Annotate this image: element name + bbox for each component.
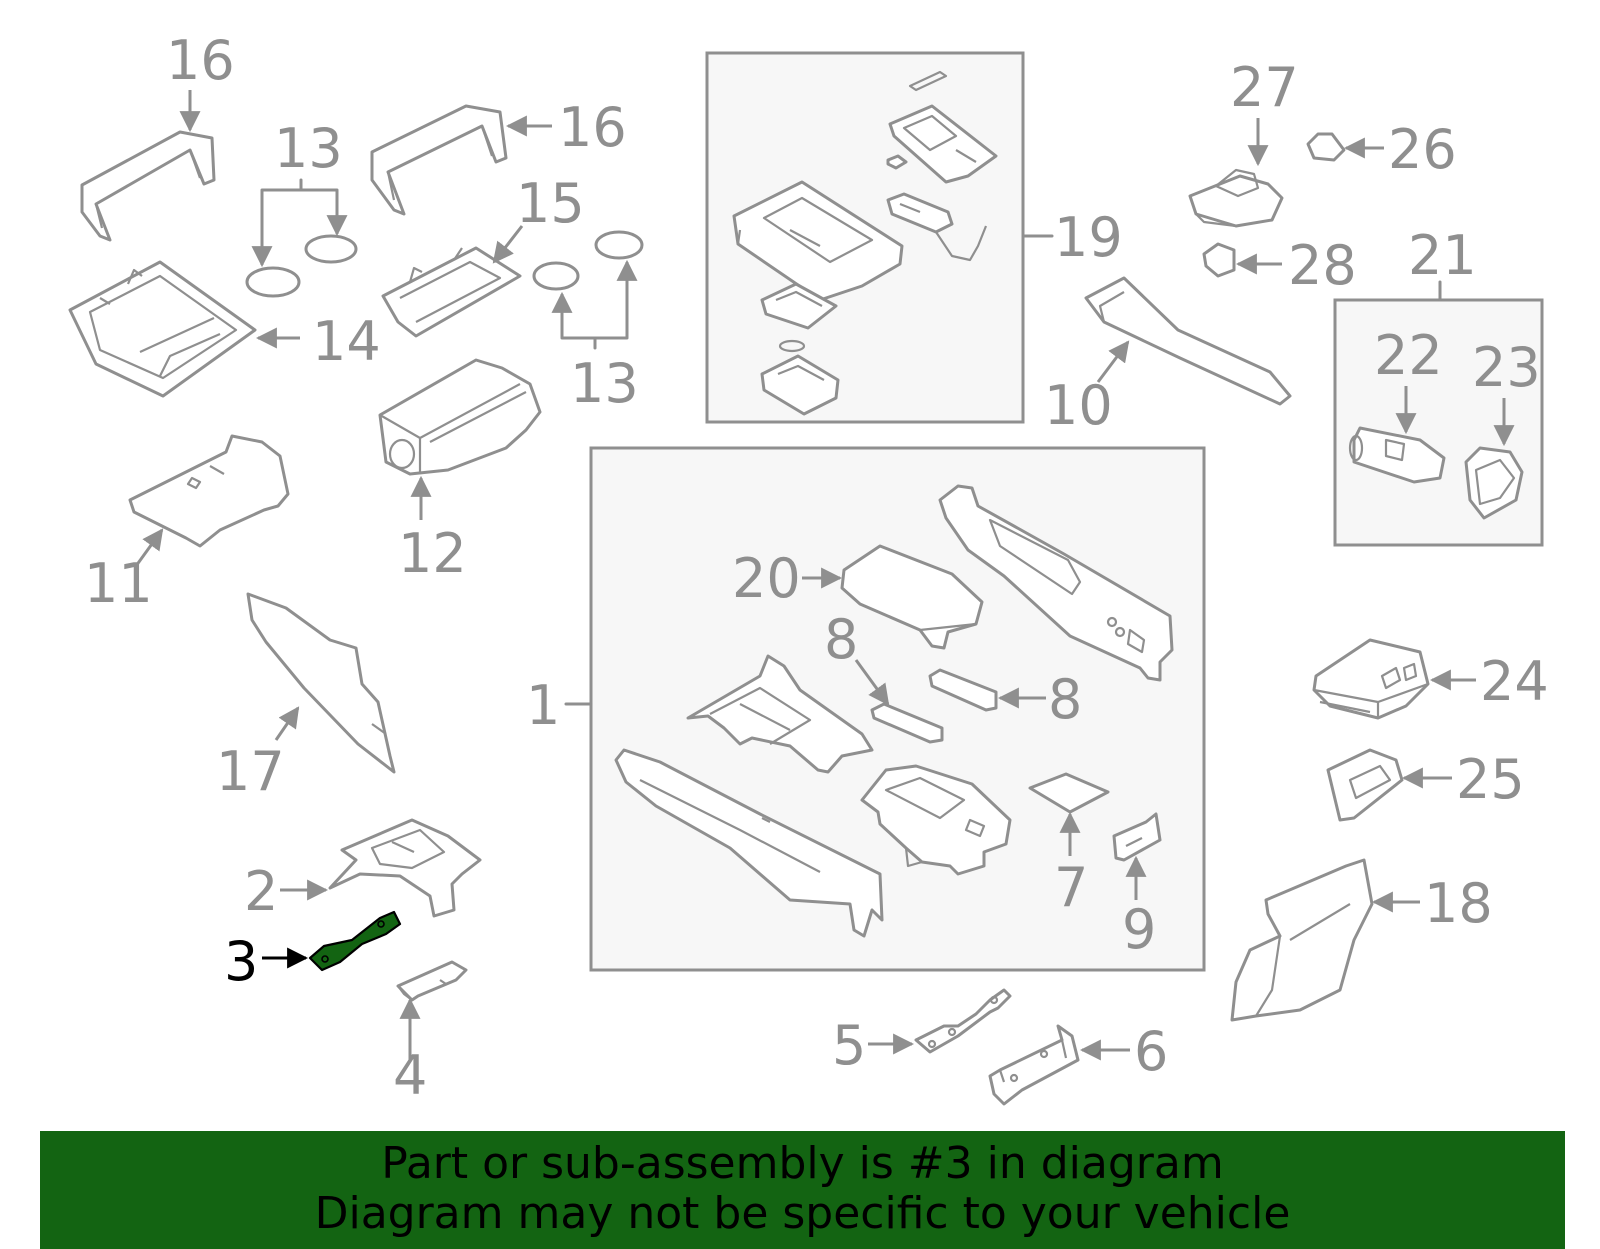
callout-23: 23 xyxy=(1472,336,1541,399)
callout-4: 4 xyxy=(393,1044,427,1107)
part-8-right xyxy=(928,668,1046,712)
callout-6: 6 xyxy=(1134,1020,1168,1083)
part-20 xyxy=(802,544,984,650)
callout-28: 28 xyxy=(1288,234,1357,297)
part-28 xyxy=(1202,242,1282,278)
callout-7: 7 xyxy=(1054,856,1088,919)
callout-21: 21 xyxy=(1408,224,1477,287)
part-5 xyxy=(868,988,1012,1055)
part-16-left xyxy=(80,90,216,242)
callout-13-upper: 13 xyxy=(274,117,343,180)
callout-1: 1 xyxy=(526,674,560,737)
callout-5: 5 xyxy=(832,1014,866,1077)
part-10 xyxy=(1084,276,1292,406)
part-9 xyxy=(1112,812,1162,900)
part-3 xyxy=(262,910,402,972)
part-1-lower-panel xyxy=(614,748,884,938)
part-18 xyxy=(1230,858,1420,1022)
callout-20: 20 xyxy=(732,547,801,610)
part-16-right xyxy=(370,104,552,216)
callout-25: 25 xyxy=(1456,748,1525,811)
part-6 xyxy=(988,1024,1130,1106)
callout-24: 24 xyxy=(1480,650,1549,713)
part-25 xyxy=(1326,748,1452,822)
part-13-lower xyxy=(532,230,644,350)
part-7 xyxy=(1028,772,1110,856)
part-27 xyxy=(1188,118,1284,228)
callout-22: 22 xyxy=(1374,324,1443,387)
banner-line-1: Part or sub-assembly is #3 in diagram xyxy=(381,1138,1224,1189)
banner-line-2: Diagram may not be specific to your vehi… xyxy=(314,1188,1291,1239)
info-banner: Part or sub-assembly is #3 in diagram Di… xyxy=(40,1131,1565,1249)
callout-3: 3 xyxy=(224,930,258,993)
part-1-upper-panel xyxy=(938,484,1174,682)
callout-8-left: 8 xyxy=(824,608,858,671)
callout-26: 26 xyxy=(1388,118,1457,181)
part-14 xyxy=(68,260,300,398)
part-11 xyxy=(128,434,290,567)
part-26 xyxy=(1306,132,1384,162)
part-1-shifter-bezel xyxy=(686,654,874,774)
callout-8-right: 8 xyxy=(1048,668,1082,731)
callout-19: 19 xyxy=(1054,206,1123,269)
callout-18: 18 xyxy=(1424,872,1493,935)
part-23 xyxy=(1464,398,1524,520)
callout-13-lower: 13 xyxy=(570,352,639,415)
part-15 xyxy=(381,225,524,338)
part-2 xyxy=(280,818,482,918)
callout-15: 15 xyxy=(516,172,585,235)
part-19-assembly xyxy=(732,70,1054,416)
part-17 xyxy=(246,592,396,774)
callout-2: 2 xyxy=(244,860,278,923)
callout-17: 17 xyxy=(216,740,285,803)
callout-16-left: 16 xyxy=(166,29,235,92)
callout-27: 27 xyxy=(1230,56,1299,119)
callout-11: 11 xyxy=(84,552,153,615)
part-4 xyxy=(396,960,468,1060)
callout-16-right: 16 xyxy=(558,96,627,159)
part-1-bin xyxy=(860,764,1012,876)
part-24 xyxy=(1312,638,1476,720)
callout-10: 10 xyxy=(1044,374,1113,437)
part-12 xyxy=(378,358,542,520)
part-13-upper xyxy=(245,178,358,298)
part-8-left xyxy=(854,659,944,744)
callout-9: 9 xyxy=(1122,898,1156,961)
part-22 xyxy=(1348,386,1446,484)
callout-12: 12 xyxy=(398,522,467,585)
callout-14: 14 xyxy=(312,310,381,373)
